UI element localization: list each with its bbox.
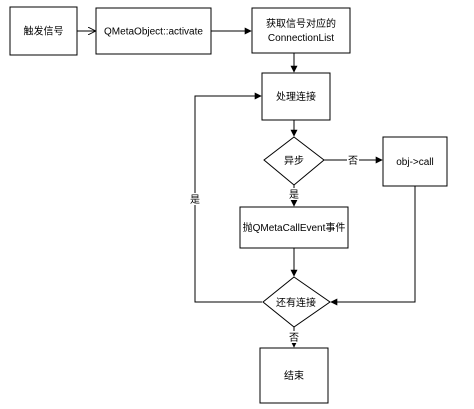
node-handle-label: 处理连接 (276, 90, 316, 103)
node-activate: QMetaObject::activate (95, 7, 212, 55)
node-handle-connection: 处理连接 (261, 72, 331, 121)
node-get-connection-list: 获取信号对应的 ConnectionList (251, 7, 351, 54)
node-call-label: obj->call (396, 157, 434, 168)
node-end-label: 结束 (284, 369, 304, 382)
node-trigger: 触发信号 (9, 6, 78, 56)
node-activate-label: QMetaObject::activate (104, 27, 203, 38)
edge-label-async-yes: 是 (289, 189, 299, 201)
node-more-connections: 还有连接 (262, 276, 331, 328)
node-get-list-label-line1: 获取信号对应的 (266, 17, 336, 30)
edge-call-more (330, 186, 416, 306)
node-async-decision: 异步 (263, 136, 325, 186)
node-post-event-label: 抛QMetaCallEvent事件 (243, 221, 346, 234)
edge-more-handle (194, 92, 262, 303)
node-trigger-label: 触发信号 (24, 25, 64, 38)
node-more-label: 还有连接 (276, 296, 316, 309)
node-get-list-label-line2: ConnectionList (268, 33, 334, 44)
edge-label-more-no: 否 (289, 332, 299, 344)
node-end: 结束 (259, 347, 329, 404)
edge-label-more-yes: 是 (190, 194, 200, 206)
node-async-label: 异步 (284, 155, 304, 167)
node-post-event: 抛QMetaCallEvent事件 (239, 206, 349, 249)
edge-label-async-no: 否 (348, 155, 358, 167)
node-obj-call: obj->call (382, 136, 448, 187)
